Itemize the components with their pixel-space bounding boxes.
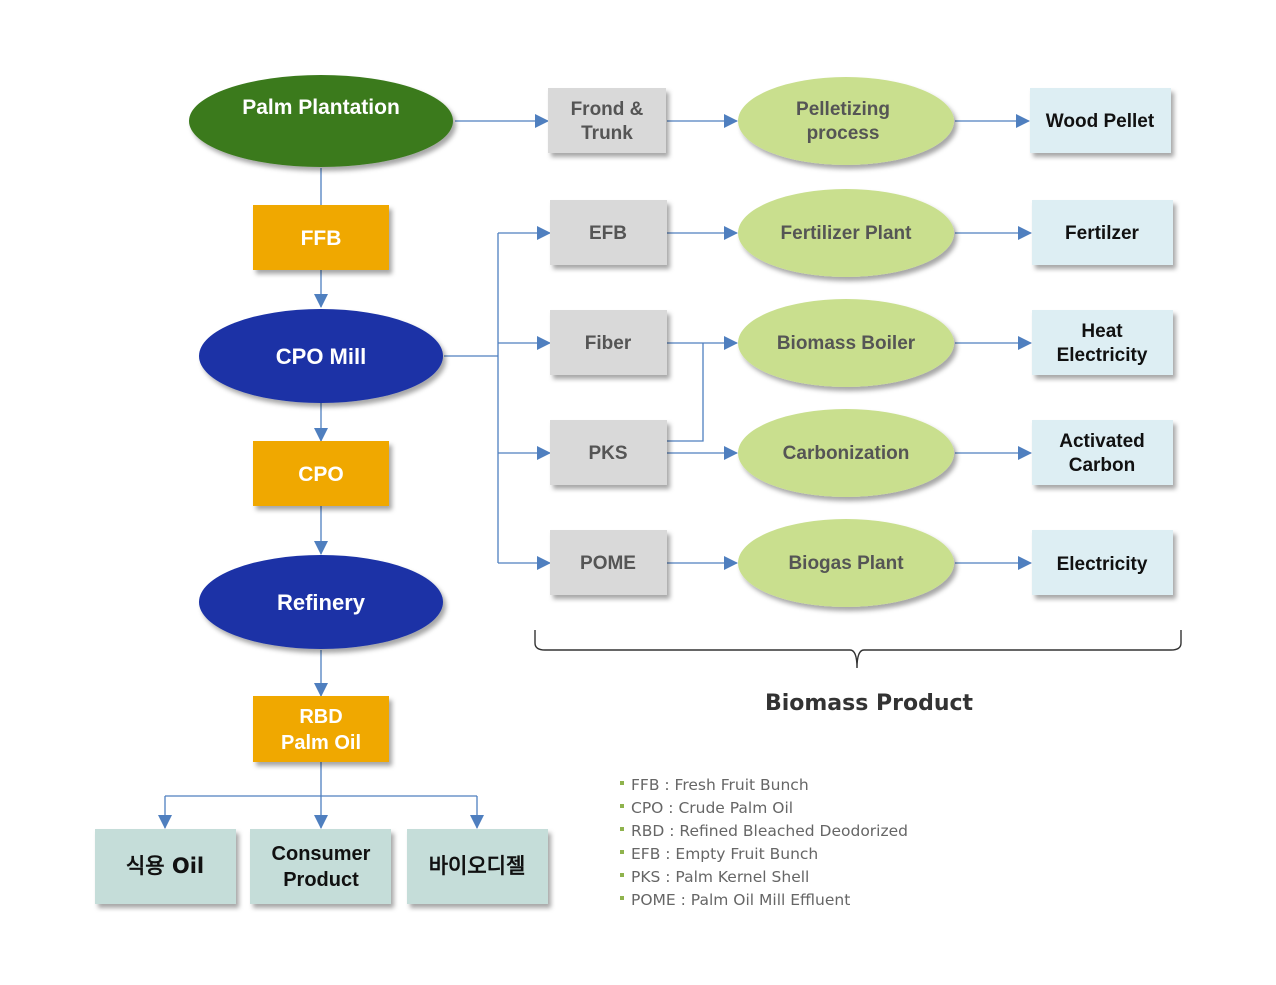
product-box: Fertilzer — [1032, 200, 1173, 265]
product-label: Wood Pellet — [1046, 111, 1155, 132]
process-ellipse: Biogas Plant — [738, 519, 954, 607]
palm-plantation-node: Palm Plantation — [189, 75, 453, 167]
legend-item: POME : Palm Oil Mill Effluent — [631, 891, 850, 909]
feedstock-box: Frond &Trunk — [548, 88, 666, 153]
biodiesel-label: 바이오디젤 — [429, 854, 526, 878]
legend-item: RBD : Refined Bleached Deodorized — [631, 822, 908, 840]
legend-bullet — [620, 827, 624, 831]
biomass-row-pome: POME Biogas Plant Electricity — [550, 519, 1173, 607]
legend-bullet — [620, 873, 624, 877]
feedstock-box: EFB — [550, 200, 667, 265]
biomass-brace — [534, 630, 1182, 669]
feedstock-label: Frond &Trunk — [571, 99, 644, 144]
biodiesel-node: 바이오디젤 — [407, 829, 548, 904]
process-label: Biomass Boiler — [777, 333, 916, 354]
cpo-mill-label: CPO Mill — [276, 344, 366, 369]
feedstock-label: POME — [580, 553, 636, 574]
process-label: Fertilizer Plant — [781, 223, 913, 244]
legend-item: CPO : Crude Palm Oil — [631, 799, 793, 817]
cpo-mill-node: CPO Mill — [199, 309, 443, 403]
feedstock-label: PKS — [588, 443, 627, 464]
product-box: Wood Pellet — [1030, 88, 1171, 153]
palm-plantation-label: Palm Plantation — [242, 96, 400, 119]
biomass-product-label: Biomass Product — [765, 691, 974, 716]
legend-bullet — [620, 804, 624, 808]
product-label: Fertilzer — [1065, 223, 1140, 244]
feedstock-box: Fiber — [550, 310, 667, 375]
legend-item: EFB : Empty Fruit Bunch — [631, 845, 818, 863]
connectors — [158, 114, 1032, 829]
product-label: Electricity — [1057, 554, 1148, 575]
edible-oil-node: 식용 Oil — [95, 829, 236, 904]
process-label: Biogas Plant — [788, 553, 904, 574]
cpo-node: CPO — [253, 441, 389, 506]
abbreviation-legend: FFB : Fresh Fruit Bunch CPO : Crude Palm… — [620, 776, 908, 909]
biomass-row-efb: EFB Fertilizer Plant Fertilzer — [550, 189, 1173, 277]
legend-item: FFB : Fresh Fruit Bunch — [631, 776, 809, 794]
edible-oil-label: 식용 Oil — [126, 854, 204, 878]
refinery-label: Refinery — [277, 590, 366, 615]
feedstock-box: POME — [550, 530, 667, 595]
feedstock-label: Fiber — [585, 333, 632, 354]
cpo-label: CPO — [298, 463, 344, 486]
product-box: Electricity — [1032, 530, 1173, 595]
legend-bullet — [620, 850, 624, 854]
refinery-node: Refinery — [199, 555, 443, 649]
process-ellipse: Carbonization — [738, 409, 954, 497]
process-ellipse: Fertilizer Plant — [738, 189, 954, 277]
legend-item: PKS : Palm Kernel Shell — [631, 868, 809, 886]
ffb-label: FFB — [301, 227, 342, 250]
feedstock-label: EFB — [589, 223, 627, 244]
legend-bullet — [620, 781, 624, 785]
process-ellipse: Biomass Boiler — [738, 299, 954, 387]
process-label: Carbonization — [783, 443, 910, 464]
legend-bullet — [620, 896, 624, 900]
feedstock-box: PKS — [550, 420, 667, 485]
ffb-node: FFB — [253, 205, 389, 270]
